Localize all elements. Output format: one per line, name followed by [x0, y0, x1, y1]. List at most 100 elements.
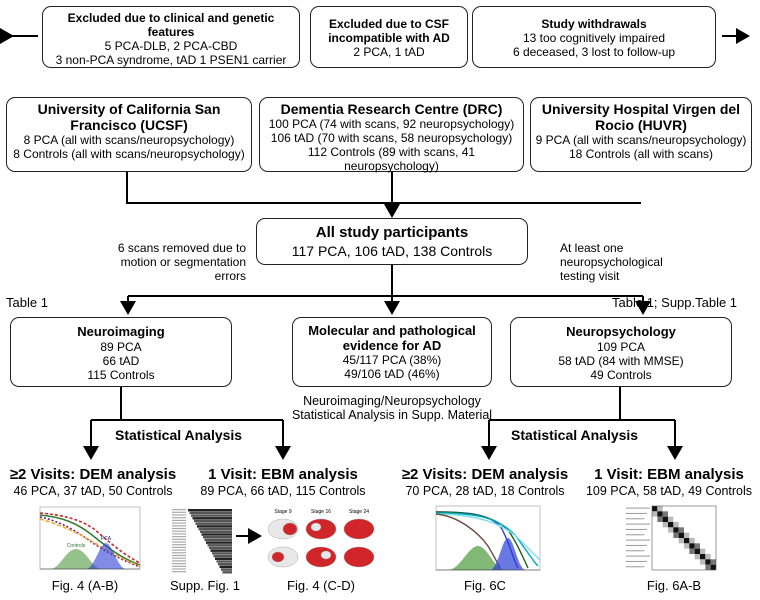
np-ebm-header: 1 Visit: EBM analysis 109 PCA, 58 tAD, 4… [578, 466, 760, 500]
neuroimaging-title: Neuroimaging [77, 324, 165, 339]
neuropsychology-title: Neuropsychology [566, 324, 676, 339]
np-ebm-thumbnail [624, 504, 724, 578]
event-ordering-bar [213, 554, 232, 558]
matrix-cell [700, 554, 706, 560]
matrix-cell [700, 548, 706, 554]
matrix-cell [694, 543, 700, 549]
ucsf-box: University of California San Francisco (… [6, 97, 252, 172]
scans-removed-note: 6 scans removed due to motion or segment… [117, 241, 246, 283]
event-ordering-bar [218, 563, 232, 566]
table1-left-ref: Table 1 [6, 295, 48, 310]
img-dem-caption: Fig. 4 (A-B) [51, 578, 119, 593]
event-label-mark [172, 568, 186, 570]
event-label-mark [172, 533, 186, 535]
matrix-cell [689, 548, 695, 554]
matrix-row-label-mark [626, 523, 650, 525]
matrix-cell [678, 527, 684, 533]
matrix-row-label-mark [626, 566, 644, 568]
matrix-row-label-mark [626, 560, 647, 562]
neuropsychology-line: 49 Controls [590, 368, 652, 382]
thumb-stage3-label: Stage 24 [349, 509, 369, 515]
molecular-evidence-box: Molecular and pathological evidence for … [292, 317, 492, 387]
img-ebm-brain-thumbnail: Stage 9 Stage 16 Stage 24 [264, 505, 378, 577]
matrix-cell [668, 527, 674, 533]
matrix-cell [689, 538, 695, 544]
drc-line: 112 Controls (89 with scans, 41 neuropsy… [307, 145, 476, 173]
matrix-row-label-mark [626, 534, 644, 536]
thumb-controls-label: Controls [67, 543, 86, 549]
event-ordering-bar [188, 509, 232, 512]
event-ordering-bar [204, 538, 232, 542]
event-ordering-bar [197, 525, 232, 528]
np-dem-header: ≥2 Visits: DEM analysis 70 PCA, 28 tAD, … [392, 466, 578, 500]
supp-material-note: Neuroimaging/Neuropsychology Statistical… [291, 394, 493, 422]
event-label-mark [172, 546, 186, 548]
withdrawals-box: Study withdrawals 13 too cognitively imp… [472, 6, 716, 68]
event-ordering-bar [195, 522, 232, 525]
matrix-cell [657, 516, 663, 522]
ucsf-line: 8 PCA (all with scans/neuropsychology) [23, 133, 235, 147]
event-ordering-bar [200, 530, 232, 533]
event-label-mark [172, 560, 186, 562]
event-label-mark [172, 530, 186, 532]
event-label-mark [172, 522, 186, 524]
matrix-cell [694, 548, 700, 554]
img-ebm-title: 1 Visit: EBM analysis [208, 466, 358, 483]
event-label-mark [172, 538, 186, 540]
matrix-row-label-mark [626, 544, 647, 546]
event-ordering-bar [222, 571, 232, 574]
matrix-cell [662, 516, 668, 522]
excluded-csf-title: Excluded due to CSF incompatible with AD [328, 17, 450, 45]
withdrawals-line: 13 too cognitively impaired [522, 31, 666, 45]
matrix-cell [657, 511, 663, 517]
matrix-row-label-mark [626, 550, 644, 552]
event-ordering-bar [212, 552, 232, 555]
matrix-cell [678, 532, 684, 538]
event-label-mark [172, 536, 186, 538]
ucsf-line: 8 Controls (all with scans/neuropsycholo… [13, 147, 245, 161]
np-ebm-counts: 109 PCA, 58 tAD, 49 Controls [585, 484, 753, 498]
excluded-csf-box: Excluded due to CSF incompatible with AD… [310, 6, 468, 68]
excluded-csf-line: 2 PCA, 1 tAD [353, 45, 425, 59]
matrix-cell [700, 559, 706, 565]
matrix-cell [710, 559, 716, 565]
matrix-cell [668, 522, 674, 528]
matrix-cell [689, 543, 695, 549]
drc-box: Dementia Research Centre (DRC) 100 PCA (… [259, 97, 524, 173]
excluded-clinical-title: Excluded due to clinical and genetic fea… [67, 11, 275, 39]
matrix-cell [668, 516, 674, 522]
img-ebm-caption: Fig. 4 (C-D) [287, 578, 355, 593]
event-ordering-bar [194, 519, 232, 523]
matrix-cell [684, 532, 690, 538]
event-label-mark [172, 554, 186, 557]
event-label-mark [172, 527, 186, 530]
matrix-cell [705, 564, 711, 570]
all-participants-title: All study participants [315, 224, 469, 241]
neuroimaging-line: 66 tAD [102, 354, 140, 368]
matrix-cell [684, 543, 690, 549]
matrix-cell [678, 538, 684, 544]
matrix-cell [684, 538, 690, 544]
molecular-title: Molecular and pathological evidence for … [308, 323, 476, 353]
np-dem-thumbnail [428, 504, 542, 578]
molecular-line: 45/117 PCA (38%) [342, 353, 442, 367]
event-label-mark [172, 552, 186, 554]
matrix-row-label-mark [626, 518, 644, 520]
excluded-clinical-line: 5 PCA-DLB, 2 PCA-CBD [104, 39, 238, 53]
matrix-cell [705, 559, 711, 565]
huvr-title: University Hospital Virgen del Rocio (HU… [541, 101, 741, 133]
event-label-mark [172, 563, 186, 565]
np-ebm-title: 1 Visit: EBM analysis [594, 466, 744, 483]
event-ordering-bar [209, 546, 232, 550]
event-ordering-bar [206, 541, 232, 544]
neuroimaging-box: Neuroimaging 89 PCA 66 tAD 115 Controls [10, 317, 232, 387]
event-ordering-bar [198, 527, 232, 531]
matrix-cell [662, 511, 668, 517]
event-ordering-bar [215, 557, 232, 560]
withdrawals-line: 6 deceased, 3 lost to follow-up [512, 45, 676, 59]
img-ebm-header: 1 Visit: EBM analysis 89 PCA, 66 tAD, 11… [190, 466, 376, 500]
img-dem-counts: 46 PCA, 37 tAD, 50 Controls [13, 484, 173, 498]
event-label-mark [172, 571, 186, 573]
huvr-line: 9 PCA (all with scans/neuropsychology) [535, 133, 747, 147]
